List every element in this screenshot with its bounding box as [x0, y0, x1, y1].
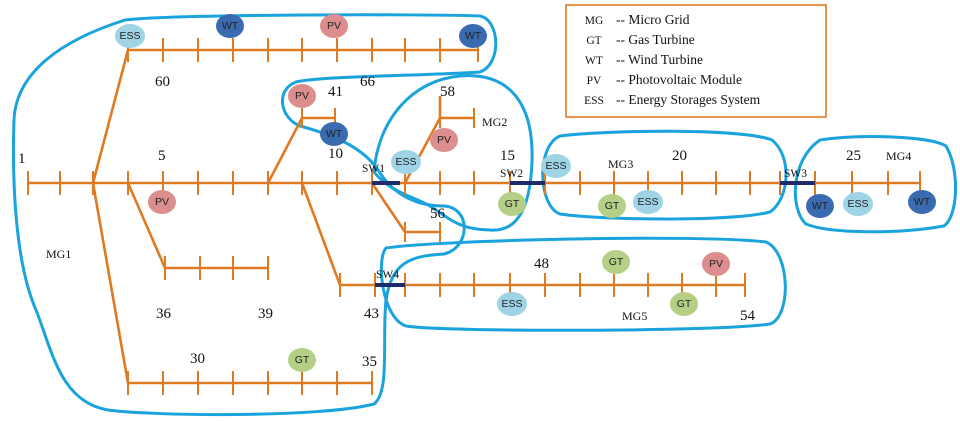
gt-device: GT — [288, 348, 316, 372]
bus-segment — [266, 117, 304, 184]
switch-label-sw3: SW3 — [784, 168, 807, 180]
bus-segment — [91, 49, 130, 184]
bus-number-30: 30 — [190, 351, 205, 367]
bus-number-54: 54 — [740, 308, 756, 324]
microgrid-label-mg3: MG3 — [608, 157, 633, 171]
switch-lines — [372, 181, 815, 287]
device-code: PV — [709, 258, 723, 270]
device-code: ESS — [637, 196, 658, 208]
bus-number-15: 15 — [500, 148, 515, 164]
device-code: PV — [295, 90, 309, 102]
bus-number-60: 60 — [155, 74, 170, 90]
ess-device: ESS — [115, 24, 145, 48]
wt-device: WT — [908, 190, 936, 214]
device-code: ESS — [501, 298, 522, 310]
legend-code: MG — [585, 15, 604, 27]
pv-device: PV — [702, 252, 730, 276]
bus-segment — [126, 182, 167, 269]
device-code: WT — [222, 20, 239, 32]
bus-number-48: 48 — [534, 256, 549, 272]
microgrid-label-mg2: MG2 — [482, 115, 507, 129]
device-code: GT — [677, 298, 692, 310]
device-code: ESS — [395, 156, 416, 168]
ess-device: ESS — [391, 150, 421, 174]
wt-device: WT — [216, 14, 244, 38]
ess-device: ESS — [633, 190, 663, 214]
device-nodes: ESS WT PV WT PV WT PV ESS PV ESS GT ESS GT WT ESS WT GT P… — [115, 14, 936, 372]
switch-label-sw1: SW1 — [362, 163, 385, 175]
microgrid-label-mg5: MG5 — [622, 309, 647, 323]
device-code: PV — [327, 20, 341, 32]
gt-device: GT — [598, 194, 626, 218]
legend-description: -- Photovoltaic Module — [616, 72, 742, 87]
legend-description: -- Micro Grid — [616, 12, 690, 27]
bus-number-41: 41 — [328, 84, 343, 100]
ess-device: ESS — [497, 292, 527, 316]
legend-description: -- Energy Storages System — [616, 92, 761, 107]
gt-device: GT — [498, 192, 526, 216]
bus-number-20: 20 — [672, 148, 687, 164]
device-code: WT — [326, 128, 343, 140]
bus-number-10: 10 — [328, 146, 343, 162]
bus-number-35: 35 — [362, 354, 377, 370]
wt-device: WT — [806, 194, 834, 218]
device-code: PV — [437, 134, 451, 146]
device-code: ESS — [545, 160, 566, 172]
legend-description: -- Gas Turbine — [616, 32, 695, 47]
switch-label-sw4: SW4 — [376, 269, 399, 281]
microgrid-label-mg4: MG4 — [886, 149, 911, 163]
device-code: GT — [609, 256, 624, 268]
bus-number-25: 25 — [846, 148, 861, 164]
device-code: WT — [812, 200, 829, 212]
pv-device: PV — [288, 84, 316, 108]
pv-device: PV — [320, 14, 348, 38]
microgrid-label-mg1: MG1 — [46, 247, 71, 261]
device-code: ESS — [847, 198, 868, 210]
microgrid-boundary-3 — [541, 129, 788, 221]
legend-code: WT — [585, 55, 603, 67]
legend-code: PV — [587, 75, 602, 87]
device-code: ESS — [119, 30, 140, 42]
switch-label-sw2: SW2 — [500, 168, 523, 180]
gt-device: GT — [670, 292, 698, 316]
bus-segment — [370, 182, 407, 233]
bus-number-58: 58 — [440, 84, 455, 100]
microgrid-boundary-1 — [11, 13, 498, 417]
bus-number-1: 1 — [18, 151, 26, 167]
pv-device: PV — [148, 190, 176, 214]
legend-description: -- Wind Turbine — [616, 52, 703, 67]
device-code: GT — [505, 198, 520, 210]
legend-code: GT — [586, 35, 601, 47]
legend-code: ESS — [584, 95, 604, 107]
ess-device: ESS — [541, 154, 571, 178]
bus-segment — [91, 182, 130, 384]
ess-device: ESS — [843, 192, 873, 216]
microgrid-boundary-5 — [379, 236, 787, 332]
bus-number-66: 66 — [360, 74, 376, 90]
wt-device: WT — [320, 122, 348, 146]
device-code: WT — [465, 30, 482, 42]
microgrid-boundaries — [11, 13, 957, 417]
bus-number-56: 56 — [430, 206, 446, 222]
bus-number-5: 5 — [158, 148, 166, 164]
device-code: GT — [605, 200, 620, 212]
bus-number-43: 43 — [364, 306, 379, 322]
pv-device: PV — [430, 128, 458, 152]
device-code: WT — [914, 196, 931, 208]
legend-box — [565, 4, 827, 118]
bus-lines — [27, 38, 921, 395]
microgrid-boundary-4 — [793, 135, 957, 234]
bus-segment — [300, 182, 342, 286]
wt-device: WT — [459, 24, 487, 48]
device-code: GT — [295, 354, 310, 366]
gt-device: GT — [602, 250, 630, 274]
bus-number-36: 36 — [156, 306, 172, 322]
bus-number-39: 39 — [258, 306, 273, 322]
device-code: PV — [155, 196, 169, 208]
